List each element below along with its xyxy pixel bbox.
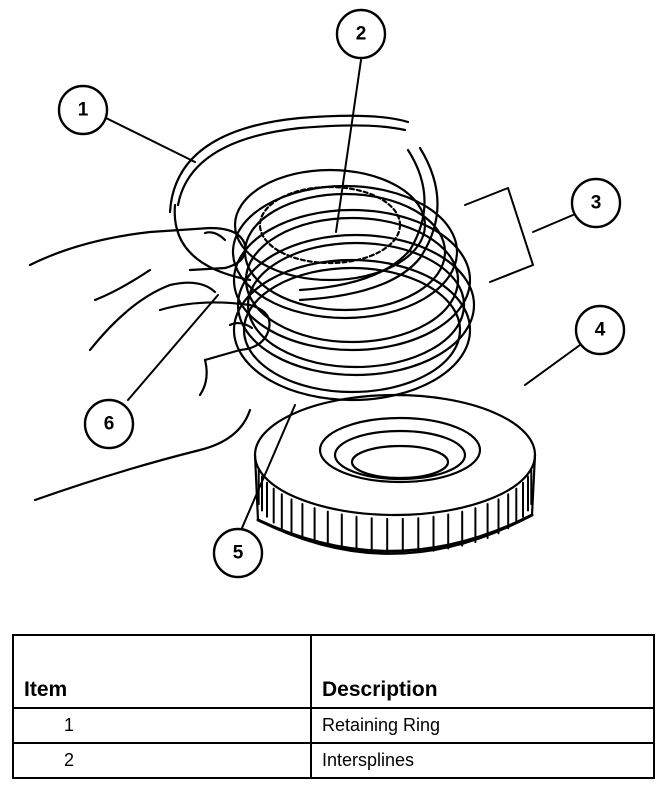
- callout-5-label: 5: [233, 543, 244, 564]
- table-row: 2 Intersplines: [12, 742, 655, 779]
- callout-6-label: 6: [104, 414, 115, 435]
- leader-lines: [105, 59, 581, 529]
- item-column-header: Item: [12, 634, 312, 709]
- callout-2-label: 2: [356, 24, 367, 45]
- callout-4-label: 4: [595, 320, 606, 341]
- description-cell: Retaining Ring: [310, 707, 655, 744]
- clutch-drum: [253, 393, 537, 555]
- callout-circles: [57, 8, 626, 579]
- upper-hand: [28, 226, 247, 302]
- description-cell: Intersplines: [310, 742, 655, 779]
- description-column-header: Description: [310, 634, 655, 709]
- legend-header-row: Item Description: [12, 634, 655, 709]
- lower-hand: [33, 281, 271, 502]
- legend-table: Item Description 1 Retaining Ring 2 Inte…: [12, 634, 655, 779]
- item-number-cell: 1: [12, 707, 312, 744]
- table-row: 1 Retaining Ring: [12, 707, 655, 744]
- clutch-pack-illustration: 1 2 3 4 5 6: [28, 8, 626, 579]
- retaining-ring: [168, 114, 439, 302]
- callout-3-label: 3: [591, 193, 602, 214]
- item-number-cell: 2: [12, 742, 312, 779]
- callout-1-label: 1: [78, 100, 89, 121]
